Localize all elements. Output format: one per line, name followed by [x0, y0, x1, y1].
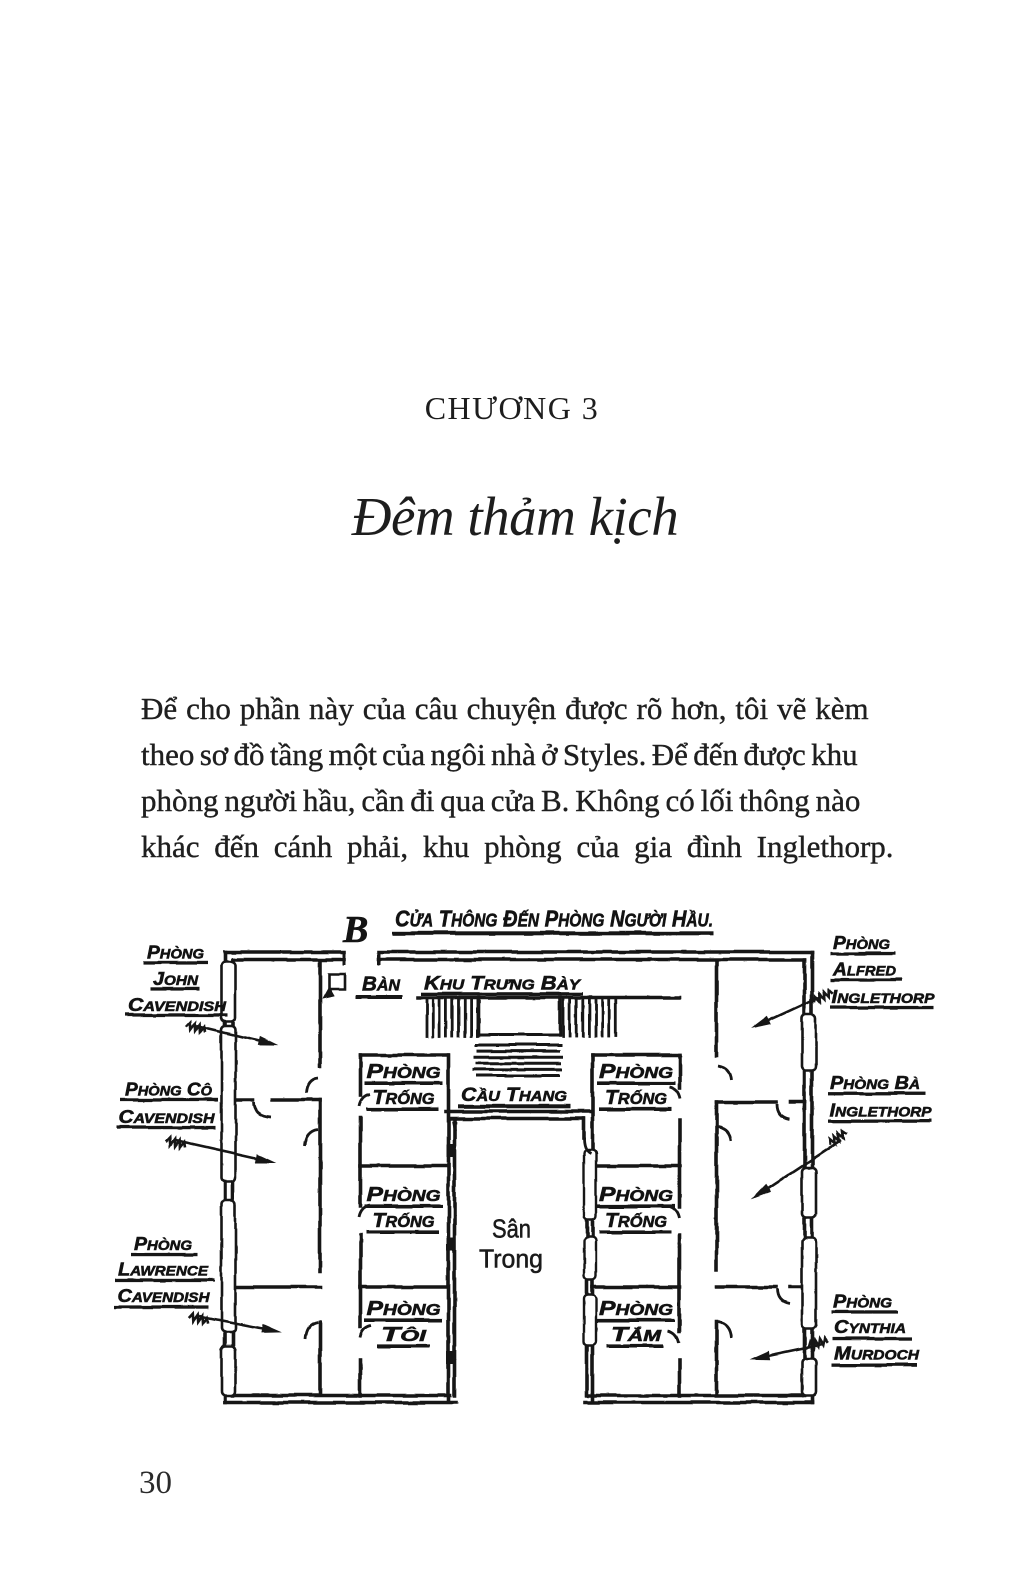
svg-text:PHÒNG: PHÒNG: [147, 942, 204, 963]
svg-text:Sân: Sân: [492, 1214, 531, 1244]
svg-text:B: B: [342, 909, 368, 951]
svg-text:BÀN: BÀN: [362, 973, 400, 996]
svg-text:CYNTHIA: CYNTHIA: [834, 1316, 906, 1337]
svg-text:CỬA THÔNG ĐẾN PHÒNG NGƯỜI HẦU.: CỬA THÔNG ĐẾN PHÒNG NGƯỜI HẦU.: [395, 906, 713, 932]
svg-text:Trong: Trong: [479, 1244, 543, 1274]
svg-text:CAVENDISH: CAVENDISH: [118, 1285, 211, 1306]
svg-text:PHÒNG BÀ: PHÒNG BÀ: [830, 1072, 920, 1093]
svg-text:TẮM: TẮM: [611, 1324, 662, 1346]
svg-text:PHÒNG: PHÒNG: [367, 1184, 441, 1206]
svg-text:CAVENDISH: CAVENDISH: [119, 1106, 216, 1127]
svg-text:PHÒNG: PHÒNG: [367, 1298, 441, 1320]
svg-text:PHÒNG: PHÒNG: [599, 1184, 673, 1206]
svg-text:PHÒNG: PHÒNG: [599, 1298, 673, 1320]
svg-text:TRỐNG: TRỐNG: [373, 1210, 435, 1232]
svg-text:JOHN: JOHN: [153, 968, 199, 989]
svg-text:TRỐNG: TRỐNG: [605, 1210, 667, 1232]
svg-text:TRỐNG: TRỐNG: [605, 1087, 667, 1109]
svg-text:MURDOCH: MURDOCH: [834, 1343, 920, 1364]
svg-text:LAWRENCE: LAWRENCE: [118, 1259, 209, 1280]
svg-text:PHÒNG: PHÒNG: [599, 1061, 673, 1083]
svg-text:CAVENDISH: CAVENDISH: [128, 994, 227, 1015]
svg-text:PHÒNG: PHÒNG: [833, 1290, 892, 1311]
svg-text:ALFRED: ALFRED: [832, 959, 896, 980]
svg-text:PHÒNG: PHÒNG: [134, 1233, 192, 1254]
svg-text:TRỐNG: TRỐNG: [373, 1087, 435, 1109]
svg-text:INGLETHORP: INGLETHORP: [832, 986, 936, 1007]
svg-text:INGLETHORP: INGLETHORP: [830, 1100, 933, 1121]
svg-text:TÔI: TÔI: [381, 1324, 427, 1346]
svg-text:PHÒNG: PHÒNG: [367, 1061, 441, 1083]
svg-text:PHÒNG CÔ: PHÒNG CÔ: [125, 1078, 212, 1099]
svg-text:PHÒNG: PHÒNG: [833, 932, 890, 953]
